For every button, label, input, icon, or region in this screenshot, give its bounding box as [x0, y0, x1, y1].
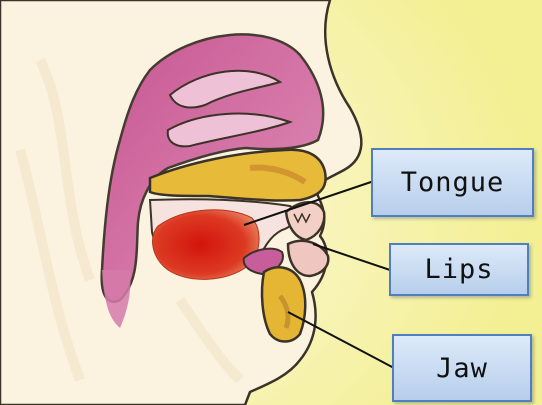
- tongue-shape: [153, 210, 260, 280]
- label-lips-text: Lips: [424, 254, 493, 285]
- label-jaw: Jaw: [392, 334, 532, 402]
- label-jaw-text: Jaw: [436, 353, 488, 384]
- label-lips: Lips: [389, 243, 529, 296]
- label-tongue-text: Tongue: [401, 167, 505, 198]
- label-tongue: Tongue: [371, 148, 534, 217]
